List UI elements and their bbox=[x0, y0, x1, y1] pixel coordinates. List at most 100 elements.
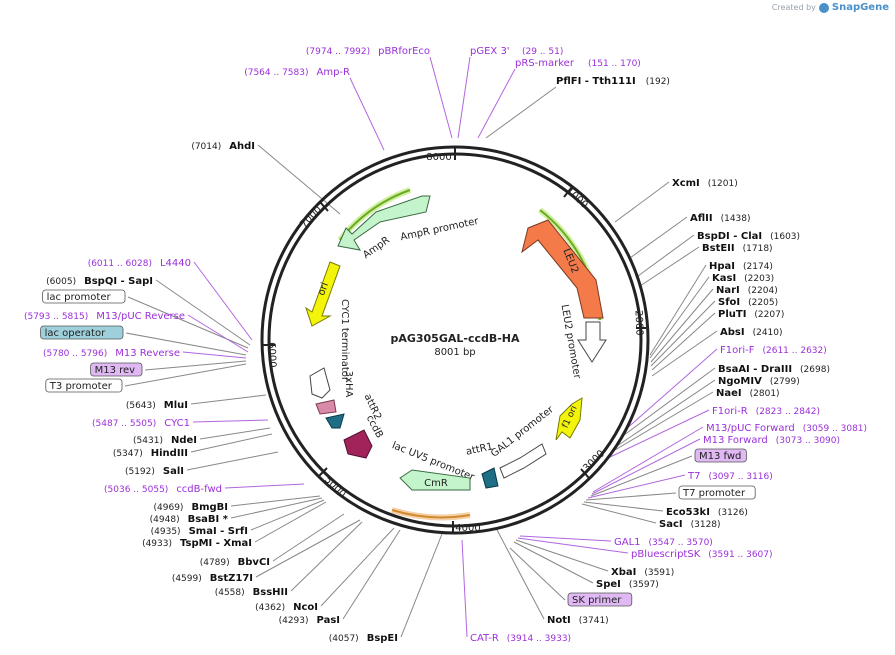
cmr-highlight bbox=[391, 509, 471, 519]
bsaai-draiii-label[interactable]: BsaAI - DraIII(2698) bbox=[718, 364, 830, 375]
lac-operator-label[interactable]: lac operator bbox=[40, 325, 124, 340]
bsteii-label[interactable]: BstEII(1718) bbox=[702, 243, 773, 254]
l4440-label[interactable]: (6011 .. 6028)L4440 bbox=[88, 258, 191, 269]
ngomiv-label[interactable]: NgoMIV(2799) bbox=[718, 376, 800, 387]
bspqi-sapi-label[interactable]: (6005)BspQI - SapI bbox=[46, 276, 153, 287]
mlui-label[interactable]: (5643)MluI bbox=[126, 400, 188, 411]
m13-puc-forward-label[interactable]: M13/pUC Forward(3059 .. 3081) bbox=[706, 423, 867, 434]
bspei-label[interactable]: (4057)BspEI bbox=[329, 633, 398, 644]
gal1-label[interactable]: GAL1(3547 .. 3570) bbox=[614, 537, 713, 548]
top-label-1[interactable]: pGEX 3' bbox=[470, 46, 510, 57]
top-label-2[interactable]: (29 .. 51) bbox=[522, 47, 563, 57]
f1ori-r-label[interactable]: F1ori-R(2823 .. 2842) bbox=[712, 406, 820, 417]
t3-promoter-box bbox=[45, 378, 123, 393]
ncoi-leader bbox=[320, 527, 395, 607]
leu2-promoter-feature[interactable] bbox=[577, 321, 607, 363]
bbvci-leader bbox=[272, 513, 345, 562]
kasi-leader bbox=[649, 276, 710, 359]
tspmi-xmai-leader bbox=[254, 501, 327, 543]
eco53ki-label[interactable]: Eco53kI(3126) bbox=[666, 507, 748, 518]
attr2-feature[interactable] bbox=[325, 413, 345, 429]
ncoi-text: (4362)NcoI bbox=[255, 602, 318, 613]
f1ori-feature[interactable] bbox=[555, 397, 583, 441]
t7-label[interactable]: T7(3097 .. 3116) bbox=[687, 471, 773, 482]
f1ori-f-leader bbox=[624, 348, 718, 431]
cmr-feature[interactable] bbox=[399, 469, 471, 491]
absi-leader bbox=[651, 330, 718, 377]
saci-label[interactable]: SacI(3128) bbox=[659, 519, 721, 530]
pbluescriptsk-label[interactable]: pBluescriptSK(3591 .. 3607) bbox=[631, 549, 773, 560]
bspdi-clai-label[interactable]: BspDI - ClaI(1603) bbox=[697, 231, 800, 242]
3xha-feature[interactable] bbox=[315, 399, 337, 415]
cat-r-label[interactable]: CAT-R(3914 .. 3933) bbox=[470, 633, 571, 644]
smai-srfi-label[interactable]: (4935)SmaI - SrfI bbox=[151, 526, 248, 537]
pasi-label[interactable]: (4293)PasI bbox=[279, 615, 340, 626]
pasi-text: (4293)PasI bbox=[279, 615, 340, 626]
ngomiv-text: NgoMIV(2799) bbox=[718, 376, 800, 387]
bsteii-leader bbox=[639, 246, 700, 287]
m13-puc-reverse-label[interactable]: (5793 .. 5815)M13/pUC Reverse bbox=[24, 311, 185, 322]
m13-fwd-box bbox=[694, 448, 747, 463]
top-label-4[interactable]: (151 .. 170) bbox=[588, 59, 641, 69]
bsabi-label[interactable]: (4948)BsaBI * bbox=[150, 514, 229, 525]
snapgene-logo-icon bbox=[818, 2, 829, 13]
bbvci-label[interactable]: (4789)BbvCI bbox=[200, 557, 270, 568]
t7-promoter-label[interactable]: T7 promoter bbox=[678, 485, 756, 500]
sk-primer-label[interactable]: SK primer bbox=[567, 592, 633, 607]
f1ori-r-text: F1ori-R(2823 .. 2842) bbox=[712, 406, 820, 417]
kasi-label[interactable]: KasI(2203) bbox=[712, 273, 774, 284]
ccdb-fwd-label[interactable]: (5036 .. 5055)ccdB-fwd bbox=[104, 484, 222, 495]
attr1-feature[interactable] bbox=[481, 467, 499, 489]
noti-label[interactable]: NotI(3741) bbox=[547, 615, 609, 626]
nari-label[interactable]: NarI(2204) bbox=[716, 285, 778, 296]
eco53ki-leader bbox=[583, 501, 664, 512]
top-label-3[interactable]: pRS-marker bbox=[515, 58, 575, 69]
ncoi-label[interactable]: (4362)NcoI bbox=[255, 602, 318, 613]
m13-fwd-label[interactable]: M13 fwd bbox=[694, 448, 747, 463]
pasi-leader bbox=[342, 529, 401, 620]
cyc1-label[interactable]: (5487 .. 5505)CYC1 bbox=[92, 418, 190, 429]
m13-puc-reverse-leader bbox=[187, 314, 249, 353]
t3-promoter-text: T3 promoter bbox=[49, 381, 113, 392]
bsabi-text: (4948)BsaBI * bbox=[150, 514, 229, 525]
top-label-6[interactable]: PflFI - Tth111I(192) bbox=[556, 76, 670, 87]
aflii-label[interactable]: AflII(1438) bbox=[690, 213, 751, 224]
sfoi-label[interactable]: SfoI(2205) bbox=[718, 297, 778, 308]
lac-promoter-label[interactable]: lac promoter bbox=[42, 289, 126, 304]
xcmi-label[interactable]: XcmI(1201) bbox=[672, 178, 738, 189]
m13-forward-label[interactable]: M13 Forward(3073 .. 3090) bbox=[703, 435, 840, 446]
f1ori-f-label[interactable]: F1ori-F(2611 .. 2632) bbox=[720, 345, 827, 356]
tspmi-xmai-label[interactable]: (4933)TspMI - XmaI bbox=[142, 538, 252, 549]
top-label-0[interactable]: (7974 .. 7992)pBRforEco bbox=[306, 46, 430, 57]
bsshii-label[interactable]: (4558)BssHII bbox=[215, 587, 288, 598]
top-leader-1 bbox=[457, 56, 471, 139]
ampr-feature[interactable] bbox=[337, 195, 431, 251]
m13-reverse-label[interactable]: (5780 .. 5796)M13 Reverse bbox=[43, 348, 180, 359]
ndei-leader bbox=[199, 427, 271, 440]
top-leader-3 bbox=[477, 68, 516, 139]
xbai-label[interactable]: XbaI(3591) bbox=[611, 567, 674, 578]
nari-text: NarI(2204) bbox=[716, 285, 778, 296]
sali-label[interactable]: (5192)SalI bbox=[125, 466, 184, 477]
eco53ki-text: Eco53kI(3126) bbox=[666, 507, 748, 518]
leu2-feature[interactable] bbox=[521, 219, 604, 319]
t3-promoter-label[interactable]: T3 promoter bbox=[45, 378, 123, 393]
m13-rev-label[interactable]: M13 rev bbox=[90, 362, 143, 377]
ccdb-feature[interactable] bbox=[343, 429, 373, 459]
naei-label[interactable]: NaeI(2801) bbox=[716, 388, 780, 399]
cat-r-leader bbox=[461, 539, 468, 638]
gal1-promoter-feature[interactable] bbox=[499, 443, 547, 479]
hindiii-label[interactable]: (5347)HindIII bbox=[113, 448, 188, 459]
ahdi-label[interactable]: (7014)AhdI bbox=[191, 141, 255, 152]
pluti-label[interactable]: PluTI(2207) bbox=[718, 309, 784, 320]
ndei-label[interactable]: (5431)NdeI bbox=[133, 435, 197, 446]
t7-promoter-box bbox=[678, 485, 756, 500]
absi-label[interactable]: AbsI(2410) bbox=[720, 327, 783, 338]
3xha-outline-feature[interactable] bbox=[309, 367, 331, 399]
ori-feature[interactable] bbox=[305, 261, 341, 327]
bstz17i-label[interactable]: (4599)BstZ17I bbox=[172, 573, 253, 584]
bmgbi-label[interactable]: (4969)BmgBI bbox=[154, 502, 228, 513]
hpai-label[interactable]: HpaI(2174) bbox=[709, 261, 773, 272]
spei-label[interactable]: SpeI(3597) bbox=[596, 579, 659, 590]
top-label-5[interactable]: (7564 .. 7583)Amp-R bbox=[244, 67, 350, 78]
